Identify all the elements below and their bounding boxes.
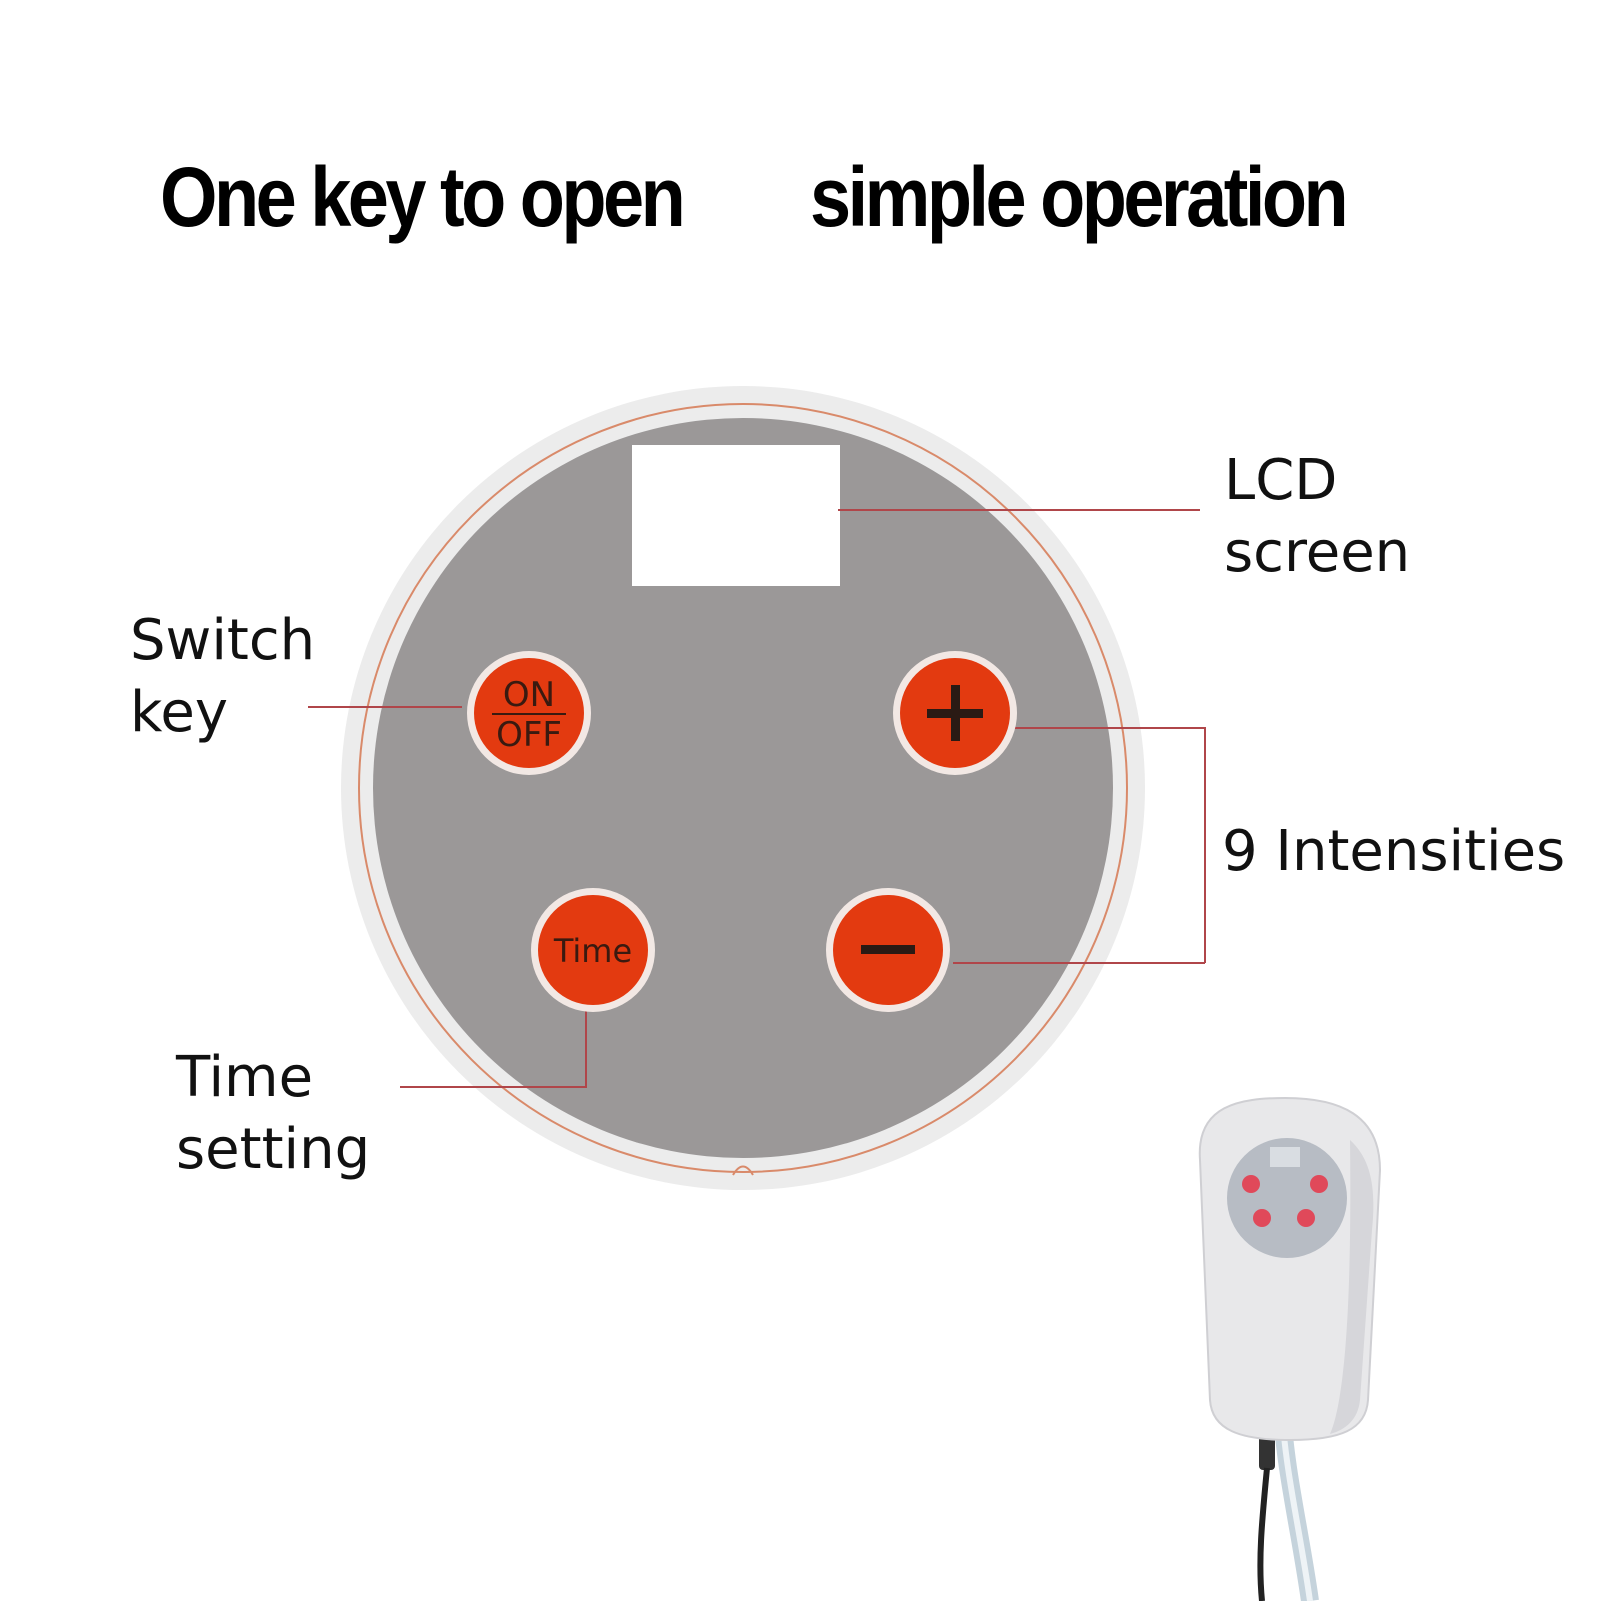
minus-icon — [861, 945, 915, 954]
panel-notch — [732, 1165, 754, 1176]
remote-cable-black — [1257, 1467, 1270, 1601]
callout-intensities-text: 9 Intensities — [1222, 819, 1566, 884]
plus-button[interactable] — [893, 651, 1017, 775]
callout-switch-line1: Switch — [130, 608, 316, 673]
remote-controller — [1198, 1096, 1382, 1601]
callout-time-line1: Time — [176, 1045, 314, 1110]
minus-button[interactable] — [826, 888, 950, 1012]
headline-left: One key to open — [160, 150, 686, 244]
remote-button-time — [1253, 1209, 1271, 1227]
callout-switch-line2: key — [130, 680, 229, 745]
on-label: ON — [503, 675, 555, 715]
callout-lcd-screen: LCD screen — [1224, 445, 1410, 589]
time-button-label: Time — [553, 932, 632, 970]
lcd-screen — [632, 445, 840, 586]
remote-body-shade — [1330, 1140, 1374, 1434]
callout-intensities: 9 Intensities — [1222, 816, 1565, 888]
callout-lcd-line1: LCD — [1224, 448, 1338, 513]
callout-switch-key: Switch key — [130, 605, 315, 749]
off-label: OFF — [496, 715, 562, 755]
remote-face — [1227, 1138, 1347, 1258]
callout-time-line2: setting — [176, 1117, 371, 1182]
time-button[interactable]: Time — [531, 888, 655, 1012]
remote-lcd — [1270, 1147, 1300, 1167]
headline-right: simple operation — [810, 150, 1349, 244]
remote-button-plus — [1310, 1175, 1328, 1193]
on-off-button[interactable]: ON OFF — [467, 651, 591, 775]
leader-time — [400, 1010, 587, 1088]
remote-button-on — [1242, 1175, 1260, 1193]
remote-button-minus — [1297, 1209, 1315, 1227]
callout-time-setting: Time setting — [176, 1042, 370, 1186]
panel-rim-line — [358, 403, 1128, 1173]
plus-icon — [927, 685, 983, 741]
leader-plus — [1013, 727, 1206, 963]
callout-lcd-line2: screen — [1224, 520, 1411, 585]
